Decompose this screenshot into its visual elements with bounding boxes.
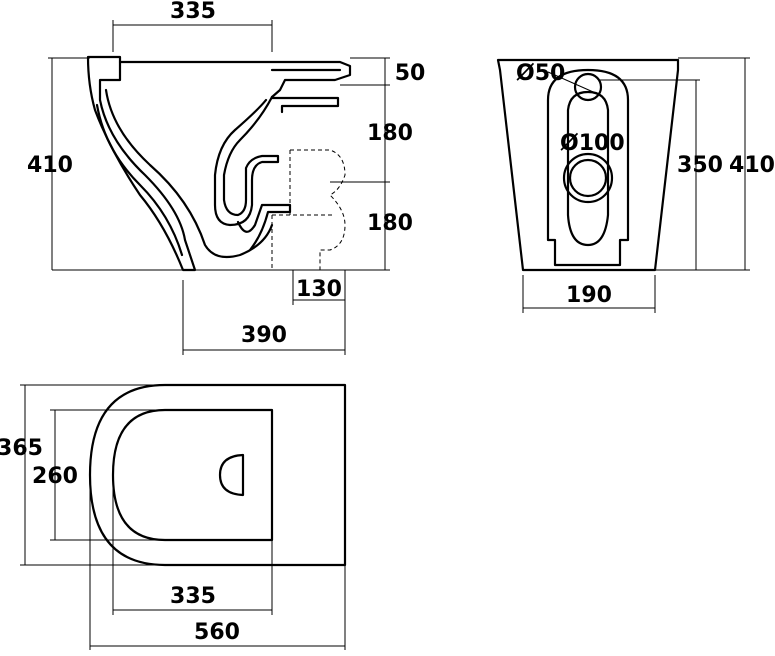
rear-total-height-label: 410	[729, 153, 775, 178]
top-bowl-width-label: 260	[32, 464, 78, 489]
side-view-rim	[118, 60, 352, 99]
rear-outlet-diameter-label: Ø100	[560, 131, 625, 156]
side-view-flush-inlet	[270, 68, 342, 114]
side-depth-label: 390	[241, 323, 287, 348]
side-view-outlet-dashed	[271, 149, 346, 270]
top-total-length-label: 560	[194, 620, 240, 645]
rear-outlet-height-label: 350	[677, 153, 723, 178]
rear-width-label: 190	[566, 283, 612, 308]
rear-inlet-diameter-label: Ø50	[516, 61, 565, 86]
side-view-trapway	[213, 95, 280, 227]
rear-view-outlet-inner	[568, 158, 608, 198]
side-total-height-label: 410	[27, 153, 73, 178]
rear-view-inlet-circle	[573, 72, 603, 102]
side-flush-height-label: 50	[395, 61, 426, 86]
side-view-outer-shell	[86, 55, 197, 272]
rear-view-recess	[546, 68, 630, 267]
top-view-outlet-half-circle	[218, 453, 245, 497]
top-view-outer	[88, 383, 347, 567]
top-view: 365 260 335 560	[0, 383, 347, 650]
side-view-bowl-front	[95, 103, 184, 257]
rear-view: Ø50 Ø100 350 410 190	[496, 57, 775, 313]
side-lower-outlet-label: 180	[367, 211, 413, 236]
rear-view-outlet-outer	[562, 152, 614, 204]
side-view-outlet-lower	[236, 203, 292, 252]
top-bowl-length-label: 335	[170, 584, 216, 609]
side-top-width-label: 335	[170, 0, 216, 24]
side-outlet-offset-label: 130	[296, 277, 342, 302]
side-view: 335 410 50 180 180 130 390	[27, 0, 425, 355]
top-seat-width-label: 365	[0, 436, 43, 461]
side-upper-outlet-label: 180	[367, 121, 413, 146]
top-view-bowl	[111, 408, 274, 542]
